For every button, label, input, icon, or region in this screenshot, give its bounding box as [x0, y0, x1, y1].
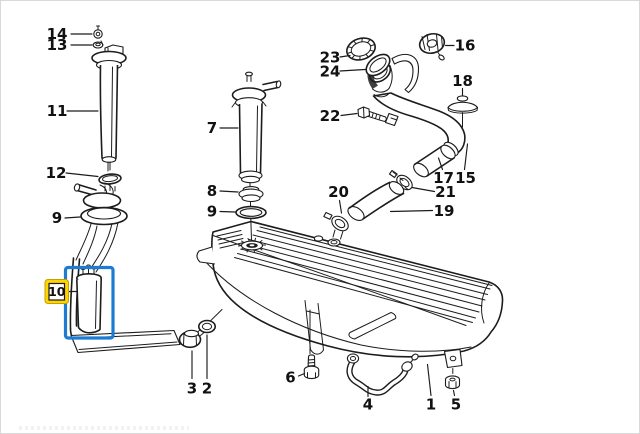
callout-15[interactable]: 15: [455, 169, 476, 187]
callout-14[interactable]: 14: [47, 25, 68, 43]
callout-1[interactable]: 1: [426, 396, 436, 414]
callout-12[interactable]: 12: [46, 164, 67, 182]
part-13-washer: [92, 41, 104, 49]
part-20-hose-clamp: [323, 211, 349, 240]
callout-2[interactable]: 2: [202, 380, 212, 398]
part-23-fuel-cap: [346, 37, 376, 61]
part-12-seal-ring: [98, 173, 122, 185]
part-10-fuel-pump: [69, 257, 181, 354]
part-10-highlight[interactable]: 10: [44, 265, 115, 340]
callout-23[interactable]: 23: [320, 49, 341, 67]
pump-base-plate: [70, 329, 181, 354]
part-1-fuel-tank: [196, 220, 504, 369]
callout-22[interactable]: 22: [320, 107, 341, 125]
filler-neck-assembly: [323, 32, 479, 240]
part-2-washer: [198, 309, 223, 334]
callout-11[interactable]: 11: [47, 102, 68, 120]
callout-21[interactable]: 21: [435, 183, 456, 201]
part-3-drain-plug: [178, 324, 210, 349]
callout-labels: 14 13 11 12 9 7 8 9 23 24 22 16 18 15 17…: [46, 25, 476, 414]
part-9-flange-left: [73, 182, 128, 273]
part-8-grommet: [238, 186, 264, 209]
callout-20[interactable]: 20: [328, 183, 349, 201]
part-7-fuel-sender: [231, 71, 282, 191]
callout-9-left[interactable]: 9: [52, 209, 62, 227]
callout-3[interactable]: 3: [187, 380, 197, 398]
callout-9-middle[interactable]: 9: [207, 203, 217, 221]
part-11-fuel-sender-left: [91, 40, 127, 172]
callout-24[interactable]: 24: [320, 63, 341, 81]
faint-watermark: [19, 426, 189, 430]
part-5-nut: [444, 368, 461, 390]
part-22-bolt: [357, 106, 399, 127]
callout-16[interactable]: 16: [455, 37, 476, 55]
leader-lines: [64, 33, 469, 398]
part-19-hose: [347, 181, 405, 221]
part-24-seal-ring: [365, 53, 391, 77]
part-17-hose: [413, 144, 456, 178]
part-18-grommet: [447, 95, 479, 128]
highlight-badge-inner: [48, 282, 66, 301]
part-6-bolt: [303, 309, 320, 380]
part-9-oring-middle: [235, 205, 267, 241]
callout-13[interactable]: 13: [47, 36, 68, 54]
callout-18[interactable]: 18: [452, 72, 473, 90]
part-14-nut: [93, 25, 103, 39]
callout-7[interactable]: 7: [207, 119, 217, 137]
part-4-vent-hose: [346, 353, 419, 396]
callout-19[interactable]: 19: [434, 202, 455, 220]
callout-5[interactable]: 5: [451, 396, 461, 414]
callout-6[interactable]: 6: [285, 369, 295, 387]
callout-17[interactable]: 17: [433, 169, 454, 187]
callout-10[interactable]: 10: [48, 284, 66, 299]
callout-8[interactable]: 8: [207, 182, 217, 200]
callout-4[interactable]: 4: [363, 396, 373, 414]
part-16-vent-valve: [418, 32, 446, 61]
